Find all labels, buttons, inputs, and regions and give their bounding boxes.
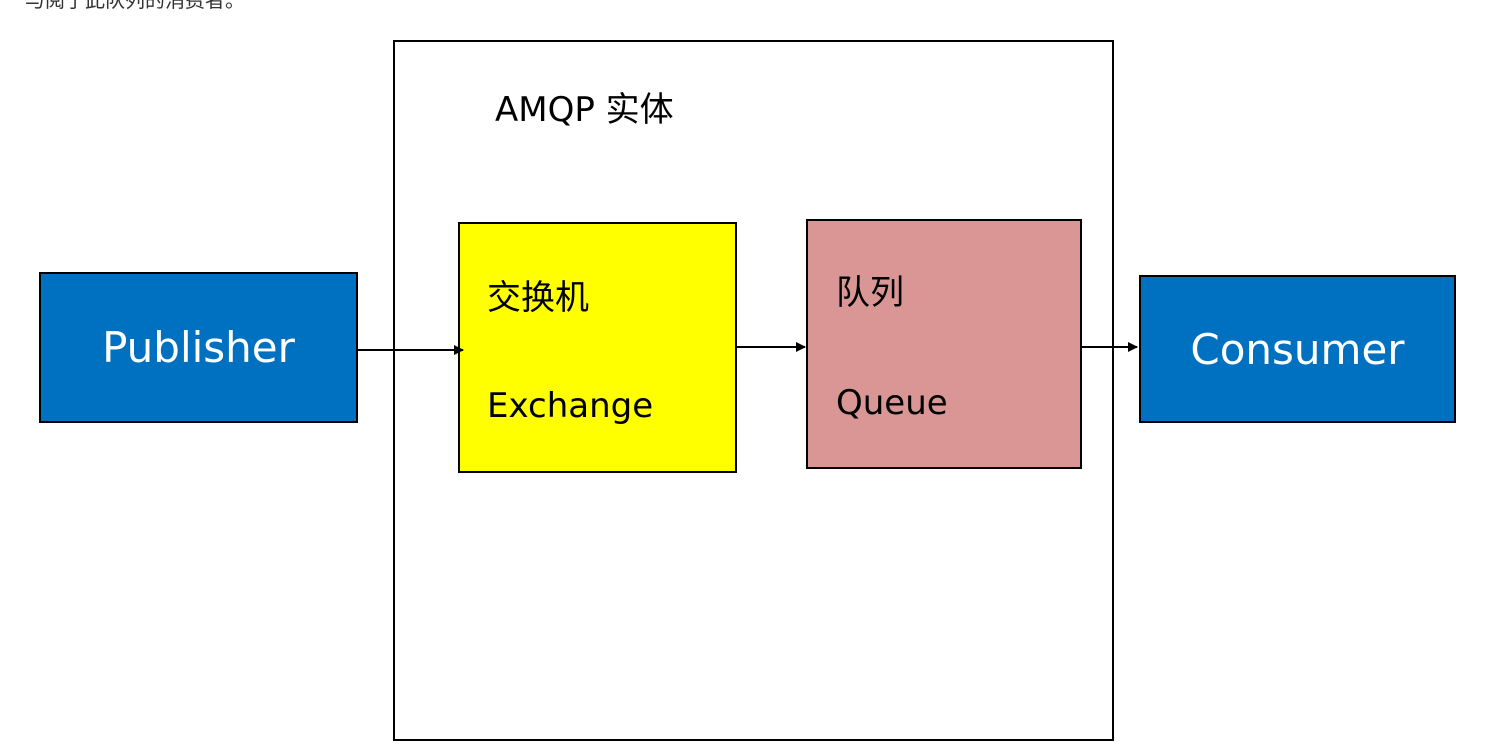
exchange-label-en: Exchange [487, 386, 654, 426]
consumer-label: Consumer [1190, 324, 1405, 374]
consumer-node: Consumer [1139, 275, 1456, 423]
queue-label-en: Queue [836, 383, 948, 423]
queue-label-cn: 队列 [836, 273, 904, 313]
amqp-entity-title: AMQP 实体 [495, 90, 674, 130]
partial-caption-text: 与阅了此队列的消费者。 [25, 0, 245, 12]
exchange-label-cn: 交换机 [487, 278, 589, 318]
queue-node: 队列 Queue [806, 219, 1082, 469]
publisher-node: Publisher [39, 272, 358, 423]
exchange-node: 交换机 Exchange [458, 222, 737, 473]
publisher-label: Publisher [102, 323, 295, 372]
